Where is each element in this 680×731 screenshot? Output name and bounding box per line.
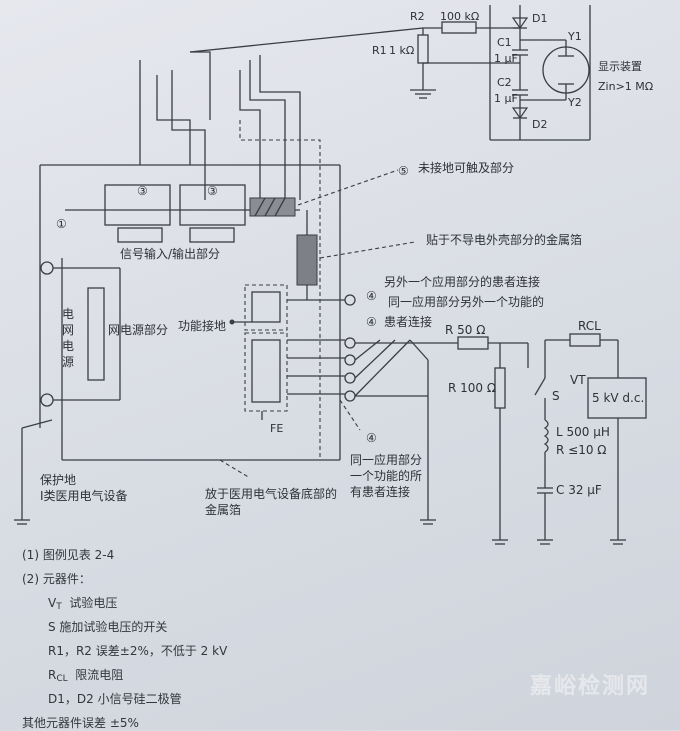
resistor-r1 [417, 34, 429, 64]
foil-block [296, 234, 318, 286]
watermark: 嘉峪检测网 [529, 674, 650, 699]
note-r1r2: R1，R2 误差±2%，不低于 2 kV [48, 644, 228, 658]
mains-part-block [87, 287, 105, 381]
label-class1: Ⅰ类医用电气设备 [40, 488, 128, 503]
resistor-r2 [441, 21, 477, 34]
label-r2-value: 100 kΩ [440, 10, 479, 23]
inductor-l [543, 419, 549, 453]
label-display-device: 显示装置 [598, 60, 642, 73]
label-r2: R2 [410, 10, 425, 23]
label-vt-box: 5 kV d.c. [592, 391, 644, 405]
label-foil: 贴于不导电外壳部分的金属箔 [426, 232, 582, 247]
marker-4-c: ④ [366, 431, 377, 445]
label-signal-io: 信号输入/输出部分 [120, 246, 220, 261]
label-r1: R1 [372, 44, 387, 57]
label-zin: Zin>1 MΩ [598, 80, 653, 93]
note-1: (1) 图例见表 2-4 [22, 548, 115, 562]
label-same-part-other-func-2: 患者连接 [384, 314, 432, 329]
signal-block-right [179, 184, 246, 226]
label-c1: C1 [497, 36, 512, 49]
label-same-part-other-func-1: 同一应用部分另外一个功能的 [388, 294, 544, 309]
note-d1d2: D1，D2 小信号硅二极管 [48, 692, 182, 706]
mains-terminal-bottom [40, 393, 54, 407]
label-c32: C 32 μF [556, 483, 602, 497]
label-fe: FE [270, 422, 283, 435]
label-bottom-foil-1: 放于医用电气设备底部的 [205, 486, 337, 501]
resistor-r100 [494, 367, 506, 409]
label-c2-value: 1 μF [494, 92, 518, 105]
label-mains-part: 网电源部分 [108, 322, 168, 337]
label-same-part-all-1: 同一应用部分 [350, 452, 422, 467]
label-other-applied-part: 另外一个应用部分的患者连接 [384, 274, 540, 289]
label-mains-3: 电 [62, 339, 74, 353]
note-rcl: RCL 限流电阻 [48, 666, 123, 684]
marker-4-b: ④ [366, 315, 377, 329]
label-d1: D1 [532, 12, 547, 25]
marker-5: ⑤ [398, 164, 409, 178]
note-vt-desc: 试验电压 [69, 596, 118, 610]
note-rcl-subscript: CL [56, 674, 68, 684]
note-vt-subscript: T [56, 602, 62, 612]
label-r-le10: R ≤10 Ω [556, 443, 606, 457]
label-c1-value: 1 μF [494, 52, 518, 65]
diagram-labels: 未接地可触及部分 贴于不导电外壳部分的金属箔 信号输入/输出部分 另外一个应用部… [40, 160, 644, 517]
function-earth-box [244, 284, 288, 331]
label-mains-1: 电 [62, 307, 74, 321]
note-s: S 施加试验电压的开关 [48, 620, 168, 634]
note-other: 其他元器件误差 ±5% [22, 716, 139, 730]
signal-resistor-left [117, 227, 163, 243]
signal-block-left [104, 184, 171, 226]
label-same-part-all-3: 有患者连接 [350, 484, 410, 499]
label-same-part-all-2: 一个功能的所 [350, 468, 422, 483]
label-c2: C2 [497, 76, 512, 89]
vt-source-box [587, 377, 647, 419]
note-rcl-desc: 限流电阻 [75, 668, 124, 682]
equipment-wiring [14, 51, 647, 545]
label-vt: VT [570, 373, 586, 387]
label-accessible-part: 未接地可触及部分 [418, 160, 514, 175]
label-bottom-foil-2: 金属箔 [205, 502, 241, 517]
label-d2: D2 [532, 118, 547, 131]
marker-3-left: ③ [137, 184, 148, 198]
label-mains-2: 网 [62, 323, 74, 337]
label-y1: Y1 [567, 30, 582, 43]
label-y2: Y2 [567, 96, 582, 109]
diode-d2 [511, 107, 529, 120]
marker-3-right: ③ [207, 184, 218, 198]
applied-part-block [251, 339, 281, 403]
diode-d1 [511, 17, 529, 30]
label-r1-value: 1 kΩ [389, 44, 414, 57]
note-vt-symbol: V [48, 596, 57, 610]
label-l: L 500 μH [556, 425, 610, 439]
label-functional-earth: 功能接地 [178, 318, 226, 333]
label-r-100: R 100 Ω [448, 381, 496, 395]
mains-terminal-top [40, 261, 54, 275]
measuring-circuit: R2 100 kΩ R1 1 kΩ D1 D2 C1 1 μF C2 1 μF … [189, 5, 653, 141]
circled-numbers: ① ③ ③ ⑤ ④ ④ ④ [56, 164, 409, 445]
label-rcl: RCL [578, 319, 601, 333]
accessible-part-hatched [249, 197, 296, 217]
note-rcl-symbol: R [48, 668, 57, 682]
resistor-rcl [569, 333, 601, 347]
label-protective-earth: 保护地 [40, 473, 76, 487]
marker-4-a: ④ [366, 289, 377, 303]
marker-1: ① [56, 217, 67, 231]
label-r-50: R 50 Ω [445, 323, 485, 337]
label-s: S [552, 389, 560, 403]
note-2: (2) 元器件： [22, 572, 91, 586]
signal-resistor-right [189, 227, 235, 243]
note-vt: VT 试验电压 [48, 594, 117, 612]
resistor-r50 [457, 336, 489, 350]
label-mains-4: 源 [62, 355, 74, 369]
